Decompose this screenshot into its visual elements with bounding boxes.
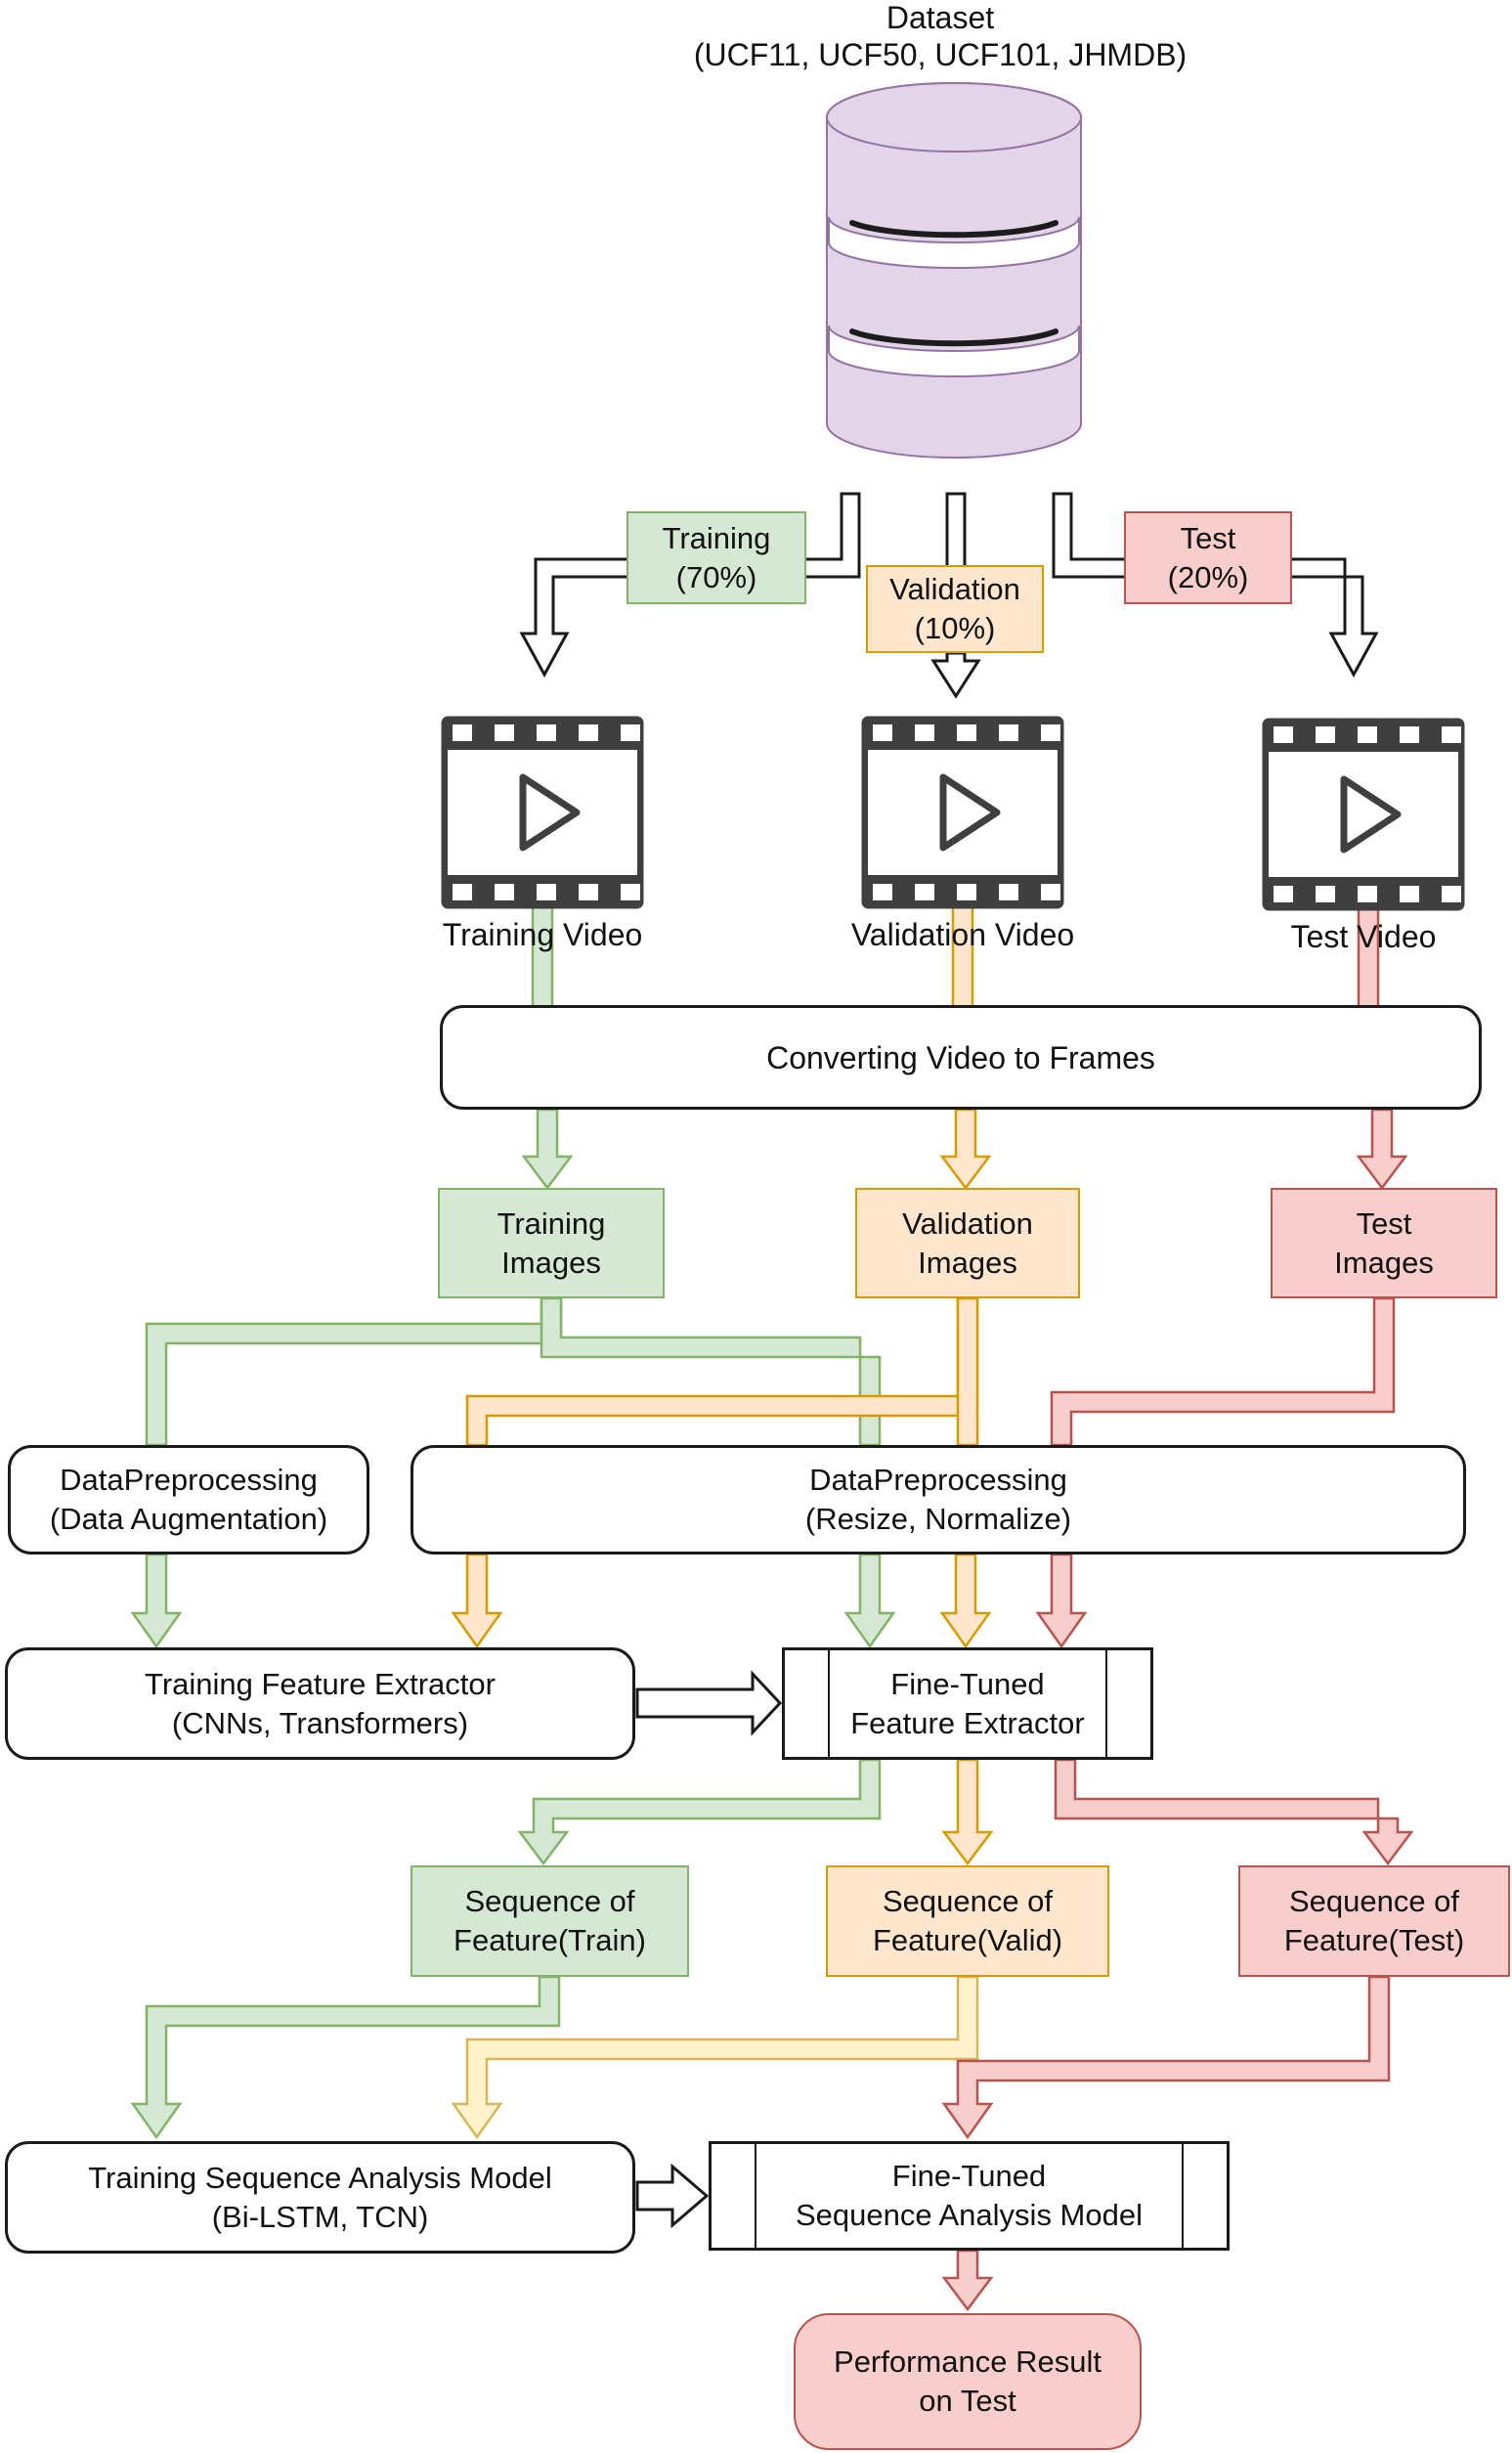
sequence-train-box: Sequence of Feature(Train) [410, 1865, 689, 1977]
extractor-to-seq-valid-arrow [941, 1758, 994, 1866]
preprocessing-augmentation-box: DataPreprocessing (Data Augmentation) [8, 1445, 369, 1555]
training-video-label: Training Video [442, 917, 643, 952]
validation-video-label: Validation Video [850, 917, 1075, 952]
extractor-to-seq-train-tube [517, 1758, 882, 1866]
preprocessing-resize-box: DataPreprocessing (Resize, Normalize) [410, 1445, 1466, 1555]
model-transfer-arrow [635, 2163, 710, 2229]
seq-valid-to-model-tube [451, 1975, 979, 2140]
validation-images-box: Validation Images [855, 1188, 1080, 1298]
training-images-box: Training Images [438, 1188, 665, 1298]
split-training-box: Training (70%) [626, 511, 806, 604]
augmentation-to-training-extractor-arrow [130, 1553, 183, 1649]
frames-to-test-images-arrow [1356, 1108, 1408, 1191]
play-icon [519, 773, 581, 852]
split-tube-training [519, 492, 861, 679]
seq-test-to-finetuned-model-tube [941, 1975, 1391, 2140]
test-images-to-resize-tube [1050, 1296, 1396, 1447]
seq-train-to-model-tube [130, 1975, 561, 2140]
converting-label: Converting Video to Frames [766, 1039, 1155, 1075]
validation-video-icon [861, 716, 1064, 909]
split-tube-validation-upper [945, 492, 967, 569]
test-video-label: Test Video [1290, 919, 1437, 954]
split-validation-label: Validation [889, 572, 1020, 606]
split-validation-box: Validation (10%) [866, 565, 1044, 653]
extractor-to-seq-test-tube [1054, 1758, 1414, 1866]
dataset-title: Dataset [886, 0, 995, 35]
resize-to-finetuned-extractor-green-arrow [843, 1553, 896, 1649]
frames-to-train-images-arrow [521, 1108, 574, 1191]
finetuned-sequence-model-box: Fine-Tuned Sequence Analysis Model [709, 2141, 1230, 2251]
finetuned-feature-extractor-box: Fine-Tuned Feature Extractor [782, 1647, 1153, 1760]
extractor-transfer-arrow [635, 1670, 783, 1736]
test-video-icon [1262, 718, 1465, 911]
split-validation-percent: (10%) [914, 611, 996, 645]
resize-to-training-extractor-arrow [451, 1553, 503, 1649]
performance-result-box: Performance Result on Test [794, 2313, 1142, 2450]
split-training-label: Training [662, 520, 771, 555]
split-training-percent: (70%) [675, 559, 757, 594]
model-to-result-arrow [941, 2249, 994, 2312]
train-images-to-resize-tube [540, 1296, 882, 1447]
valid-images-to-resize-tube [956, 1296, 979, 1447]
split-test-percent: (20%) [1167, 559, 1249, 594]
database-cylinder-icon [826, 82, 1082, 459]
sequence-test-box: Sequence of Feature(Test) [1238, 1865, 1510, 1977]
test-images-box: Test Images [1271, 1188, 1497, 1298]
training-feature-extractor-box: Training Feature Extractor (CNNs, Transf… [5, 1647, 635, 1760]
play-icon [1340, 775, 1402, 854]
split-test-box: Test (20%) [1124, 511, 1292, 604]
play-icon [939, 773, 1001, 852]
dataset-subtitle: (UCF11, UCF50, UCF101, JHMDB) [693, 37, 1188, 72]
frames-to-valid-images-arrow [939, 1108, 992, 1191]
training-sequence-model-box: Training Sequence Analysis Model (Bi-LST… [5, 2141, 635, 2254]
converting-box: Converting Video to Frames [440, 1005, 1482, 1110]
split-tube-test [1052, 492, 1379, 679]
split-arrow-validation [930, 651, 981, 699]
resize-to-finetuned-extractor-red-arrow [1035, 1553, 1088, 1649]
sequence-valid-box: Sequence of Feature(Valid) [826, 1865, 1109, 1977]
train-images-to-augmentation-tube [145, 1296, 563, 1447]
split-test-label: Test [1180, 520, 1236, 555]
resize-to-finetuned-extractor-orange-arrow [939, 1553, 992, 1649]
training-video-icon [441, 716, 644, 909]
